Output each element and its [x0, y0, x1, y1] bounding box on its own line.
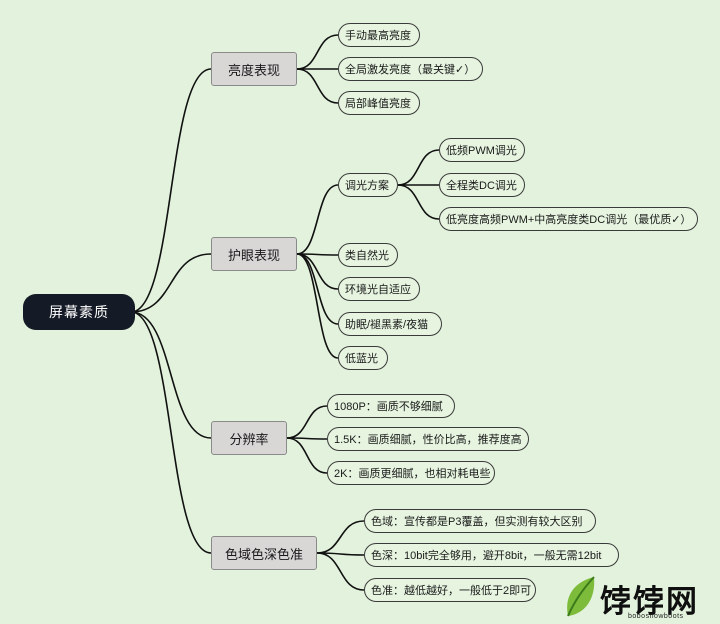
edge-leaf-res-2k — [286, 437, 328, 474]
edge-branch-eye-care — [130, 253, 212, 313]
root-node: 屏幕素质 — [23, 294, 135, 330]
edge-leaf-sleep-melatonin — [296, 253, 339, 325]
watermark-subtext: bobosnowboots — [628, 613, 684, 620]
leaf-natural-light: 类自然光 — [338, 243, 398, 267]
leaf-accuracy: 色准：越低越好，一般低于2即可 — [364, 578, 536, 602]
edge-leaf-low-blue — [296, 253, 339, 359]
leaf-local-peak: 局部峰值亮度 — [338, 91, 420, 115]
branch-resolution: 分辨率 — [211, 421, 287, 455]
leaf-low-freq-pwm: 低频PWM调光 — [439, 138, 525, 162]
watermark-text: 饽饽网 — [600, 584, 699, 620]
edge-branch-resolution — [130, 311, 212, 439]
leaf-res-2k: 2K：画质更细腻，也相对耗电些 — [327, 461, 495, 485]
branch-brightness: 亮度表现 — [211, 52, 297, 86]
leaf-low-blue: 低蓝光 — [338, 346, 388, 370]
leaf-depth: 色深：10bit完全够用，避开8bit，一般无需12bit — [364, 543, 619, 567]
node-dimming: 调光方案 — [338, 173, 398, 197]
leaf-full-dc: 全程类DC调光 — [439, 173, 525, 197]
edge-leaf-res-1080p — [286, 405, 328, 439]
leaf-res-1080p: 1080P：画质不够细腻 — [327, 394, 455, 418]
leaf-sleep-melatonin: 助眠/褪黑素/夜猫 — [338, 312, 442, 336]
edge-leaf-low-freq-pwm — [397, 149, 440, 186]
edge-node-dimming — [296, 184, 339, 255]
edge-leaf-local-peak — [296, 68, 339, 104]
edge-leaf-ambient-adaptive — [296, 253, 339, 290]
edge-branch-color — [130, 311, 212, 554]
leaf-logo-icon — [567, 576, 595, 617]
edge-leaf-hybrid-dimming — [397, 184, 440, 220]
edge-leaf-gamut — [316, 520, 365, 554]
edge-leaf-manual-peak — [296, 34, 339, 70]
branch-eye-care: 护眼表现 — [211, 237, 297, 271]
leaf-gamut: 色域：宣传都是P3覆盖，但实测有较大区别 — [364, 509, 596, 533]
leaf-manual-peak: 手动最高亮度 — [338, 23, 420, 47]
edge-branch-brightness — [130, 68, 212, 313]
leaf-ambient-adaptive: 环境光自适应 — [338, 277, 420, 301]
branch-color: 色域色深色准 — [211, 536, 317, 570]
leaf-global-excitation: 全局激发亮度（最关键✓） — [338, 57, 483, 81]
edge-leaf-accuracy — [316, 552, 365, 591]
leaf-res-15k: 1.5K：画质细腻，性价比高，推荐度高 — [327, 427, 529, 451]
leaf-hybrid-dimming: 低亮度高频PWM+中高亮度类DC调光（最优质✓） — [439, 207, 698, 231]
